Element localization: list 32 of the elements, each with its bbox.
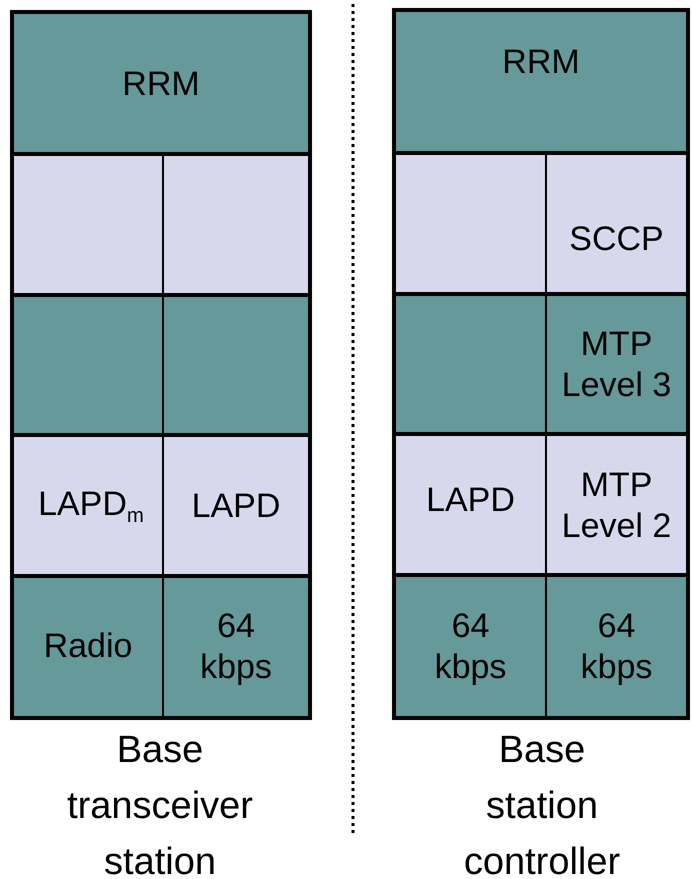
layer-label: 64 kbps [199,606,273,688]
protocol-layer-box [396,432,545,576]
protocol-layer-box [162,292,308,436]
protocol-layer-box [545,292,686,434]
protocol-layer-box [396,292,545,434]
protocol-layer-box [162,152,308,295]
layer-label: MTP Level 3 [560,324,672,406]
layer-label: MTP Level 2 [560,464,672,547]
layer-label: 64 kbps [580,606,654,688]
protocol-layer-box [14,152,162,295]
layer-label: LAPD [426,480,515,522]
protocol-layer-box [14,292,162,436]
layer-label: RRM [122,64,200,105]
layer-label: RRM [502,42,580,83]
protocol-layer-box [162,433,308,576]
protocol-layer-box [14,574,162,716]
protocol-layer-box [14,14,308,154]
stack-caption: Base station controller [462,728,622,879]
protocol-layer-box [545,573,686,716]
layer-label: Radio [44,626,132,668]
protocol-layer-box [545,150,686,294]
protocol-layer-box [162,574,308,716]
stack-caption: Base transceiver station [66,728,254,879]
layer-label: LAPD [192,486,280,527]
layer-label: LAPD$_{m}$ [38,484,144,529]
layer-label: 64 kbps [434,606,508,688]
layer-label: SCCP [569,218,664,260]
protocol-layer-box [396,12,686,153]
protocol-layer-box [396,150,545,294]
protocol-layer-box [14,433,162,576]
protocol-layer-box [396,573,545,716]
protocol-layer-box [545,432,686,576]
